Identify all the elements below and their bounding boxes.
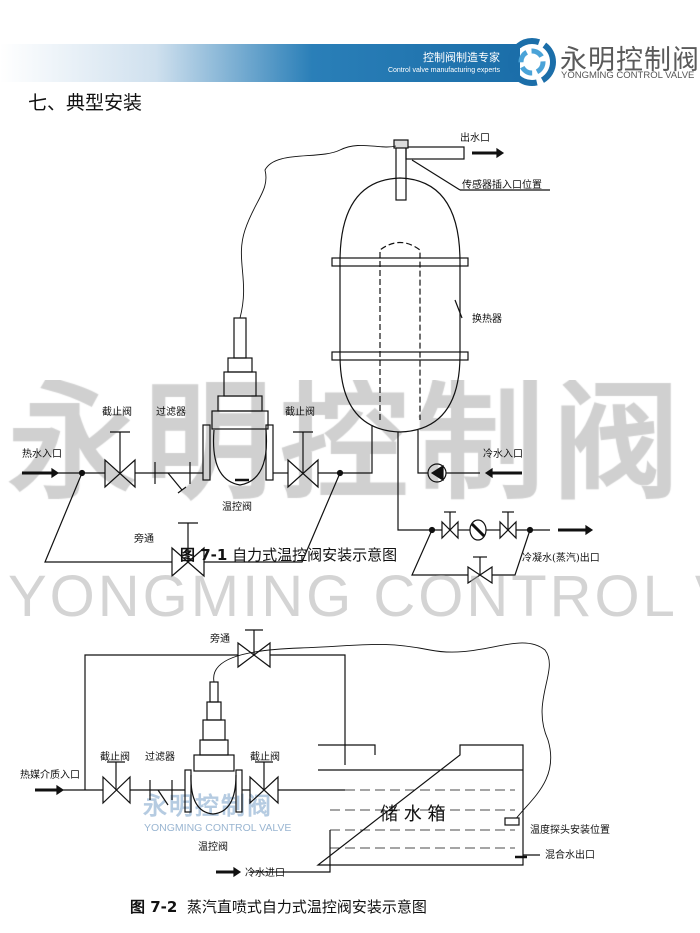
- label-cold-inlet: 冷水入口: [483, 447, 523, 460]
- label-heat-exchanger: 换热器: [472, 312, 502, 325]
- label-condensate-outlet: 冷凝水(蒸汽)出口: [522, 551, 600, 564]
- section-title: 七、典型安装: [28, 92, 143, 114]
- label-probe-position: 温度探头安装位置: [530, 823, 610, 836]
- figure-1-caption-number: 图 7-1: [180, 546, 228, 564]
- shutoff-valve-left: [104, 431, 136, 489]
- label-bypass: 旁通: [134, 532, 154, 545]
- figure-1-caption-text: 自力式温控阀安装示意图: [232, 546, 398, 564]
- label-cold-inlet-2: 冷水进口: [245, 866, 285, 879]
- figure-2-caption-text: 蒸汽直喷式自力式温控阀安装示意图: [186, 898, 427, 916]
- header-band: [0, 44, 520, 82]
- watermark-small-en: YONGMING CONTROL VALVE: [144, 822, 292, 834]
- brand-name-en: YONGMING CONTROL VALVE: [561, 70, 695, 81]
- label-sensor-port: 传感器插入口位置: [462, 178, 542, 191]
- brand-name-cn: 永明控制阀: [560, 45, 700, 76]
- label-control-valve-2: 温控阀: [198, 840, 228, 853]
- bypass-valve: [171, 522, 205, 578]
- label-outlet: 出水口: [460, 131, 490, 144]
- label-bypass-2: 旁通: [210, 632, 230, 645]
- label-filter-2: 过滤器: [145, 750, 175, 763]
- label-medium-inlet: 热媒介质入口: [20, 768, 80, 781]
- figure-2-caption: 图 7-2 蒸汽直喷式自力式温控阀安装示意图: [130, 898, 427, 916]
- label-tank: 储 水 箱: [380, 804, 445, 825]
- label-shutoff-left-2: 截止阀: [100, 750, 130, 763]
- figure-2-caption-number: 图 7-2: [130, 898, 178, 916]
- label-shutoff-right: 截止阀: [285, 405, 315, 418]
- figure-1-caption: 图 7-1 自力式温控阀安装示意图: [180, 546, 397, 564]
- watermark-en: YONGMING CONTROL VALVE: [8, 564, 700, 629]
- label-filter: 过滤器: [156, 405, 186, 418]
- label-hot-inlet: 热水入口: [22, 447, 62, 460]
- label-shutoff-left: 截止阀: [102, 405, 132, 418]
- water-tank: [316, 744, 524, 866]
- header-slogan-cn: 控制阀制造专家: [423, 51, 500, 64]
- brand-logo-icon: [508, 38, 556, 86]
- label-shutoff-right-2: 截止阀: [250, 750, 280, 763]
- shutoff-valve-right: [287, 431, 319, 489]
- filter: [154, 462, 191, 494]
- label-control-valve: 温控阀: [222, 500, 252, 513]
- heat-exchanger: [331, 177, 469, 433]
- label-mixed-outlet: 混合水出口: [545, 848, 595, 861]
- header-slogan-en: Control valve manufacturing experts: [387, 67, 500, 74]
